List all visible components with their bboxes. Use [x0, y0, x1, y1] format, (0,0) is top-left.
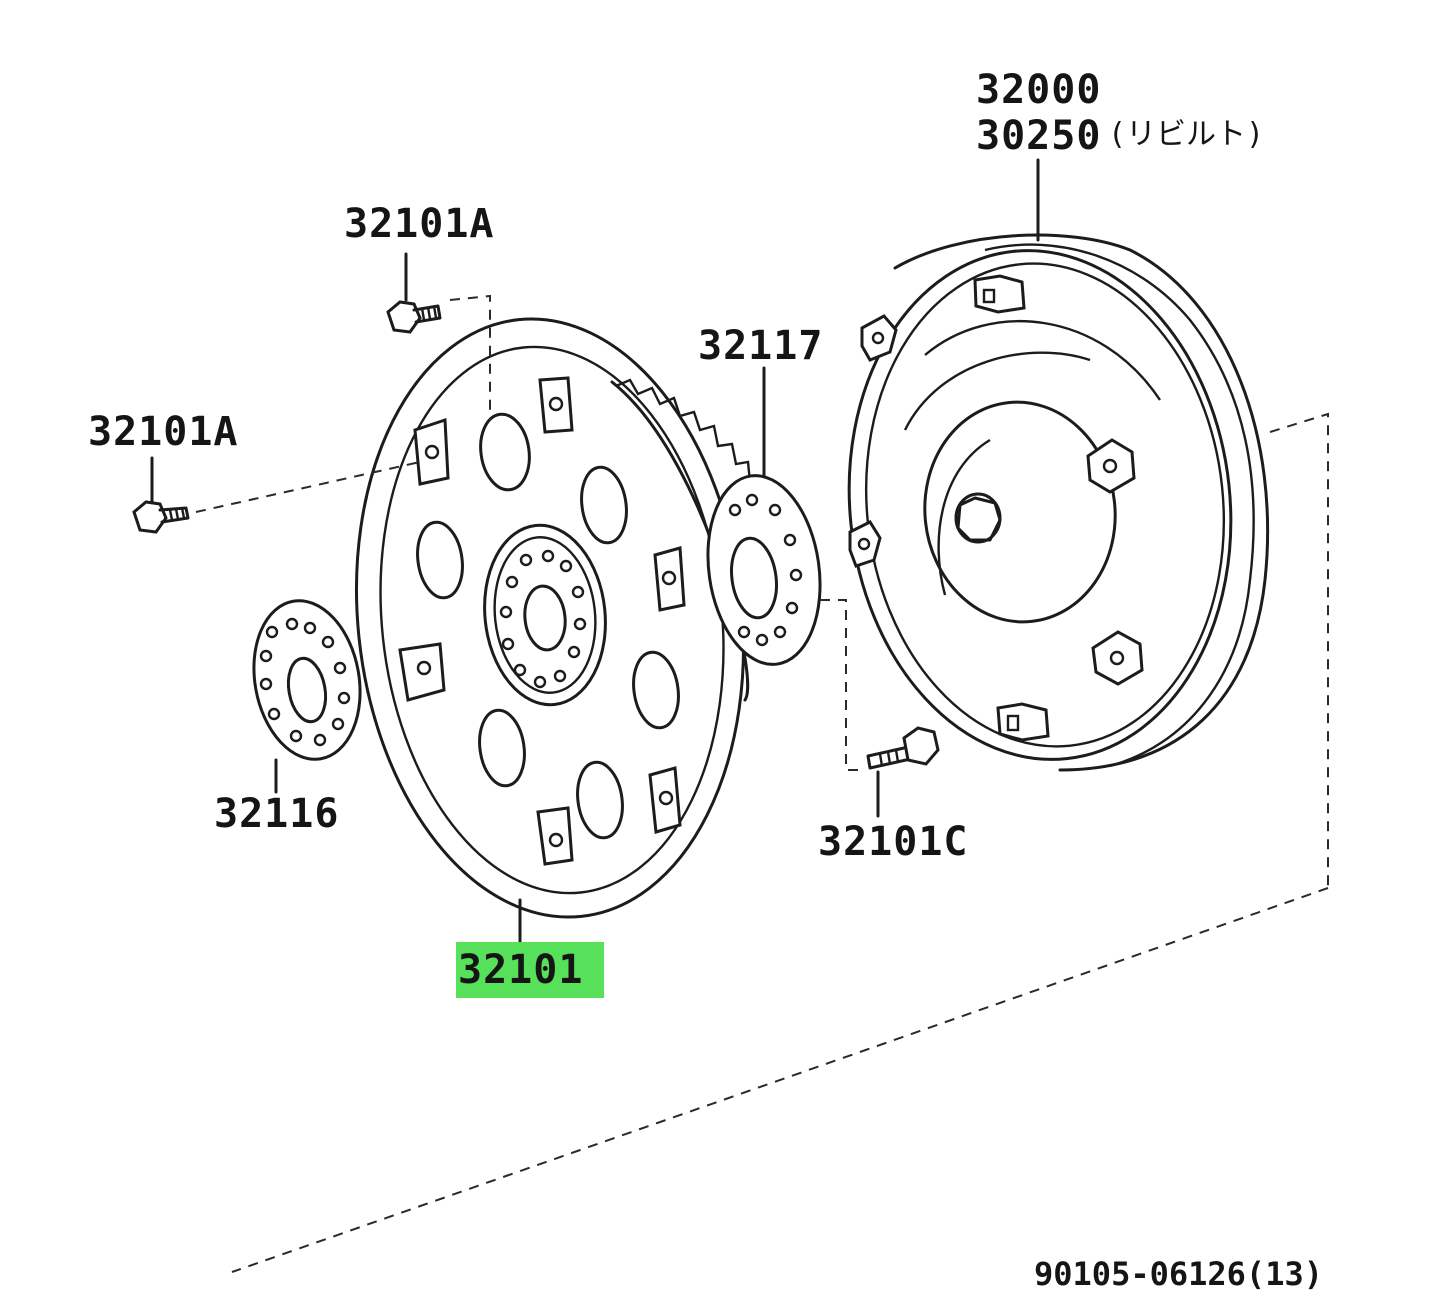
plate-hole	[478, 708, 526, 788]
plate-tab	[648, 766, 682, 834]
figure-code: 90105-06126(13)	[1034, 1255, 1323, 1293]
plate-tab	[398, 642, 446, 702]
reference-outline	[231, 412, 1329, 1273]
plate-hole	[416, 520, 464, 600]
plate-tab	[536, 806, 574, 866]
label-32117[interactable]: 32117	[698, 323, 824, 369]
label-32116[interactable]: 32116	[214, 791, 340, 837]
converter-lug	[1086, 438, 1136, 494]
hub-bolt-holes	[499, 549, 587, 689]
label-rebuilt-note: (リビルト)	[1108, 117, 1265, 152]
plate-hole	[580, 465, 628, 545]
spacer-32116-drawing	[252, 599, 362, 794]
spacer-32117-drawing	[706, 366, 822, 666]
plate-hole	[632, 650, 680, 730]
label-32101a-upper[interactable]: 32101A	[344, 201, 495, 247]
converter-lug	[1091, 630, 1144, 686]
label-32101c[interactable]: 32101C	[818, 819, 969, 865]
plate-tab	[413, 417, 450, 486]
label-32000[interactable]: 32000	[976, 67, 1102, 113]
bolt-32101a-upper-drawing	[386, 252, 491, 420]
converter-lug	[996, 702, 1050, 742]
converter-lug	[860, 314, 898, 362]
label-30250[interactable]: 30250	[976, 113, 1102, 159]
torque-converter-drawing	[847, 158, 1270, 772]
plate-tab	[653, 546, 686, 612]
label-32101a-left[interactable]: 32101A	[88, 409, 239, 455]
bolt-32101a-left-drawing	[132, 456, 421, 534]
drive-plate-drawing	[354, 317, 796, 946]
plate-hole	[576, 760, 624, 840]
converter-lug	[848, 520, 882, 568]
drive-plate-highlight	[456, 942, 604, 998]
plate-hole	[479, 412, 531, 492]
plate-tab	[538, 376, 574, 434]
label-32101[interactable]: 32101	[458, 947, 584, 993]
bolt-32101c-drawing	[820, 599, 940, 818]
converter-lug	[973, 274, 1026, 314]
